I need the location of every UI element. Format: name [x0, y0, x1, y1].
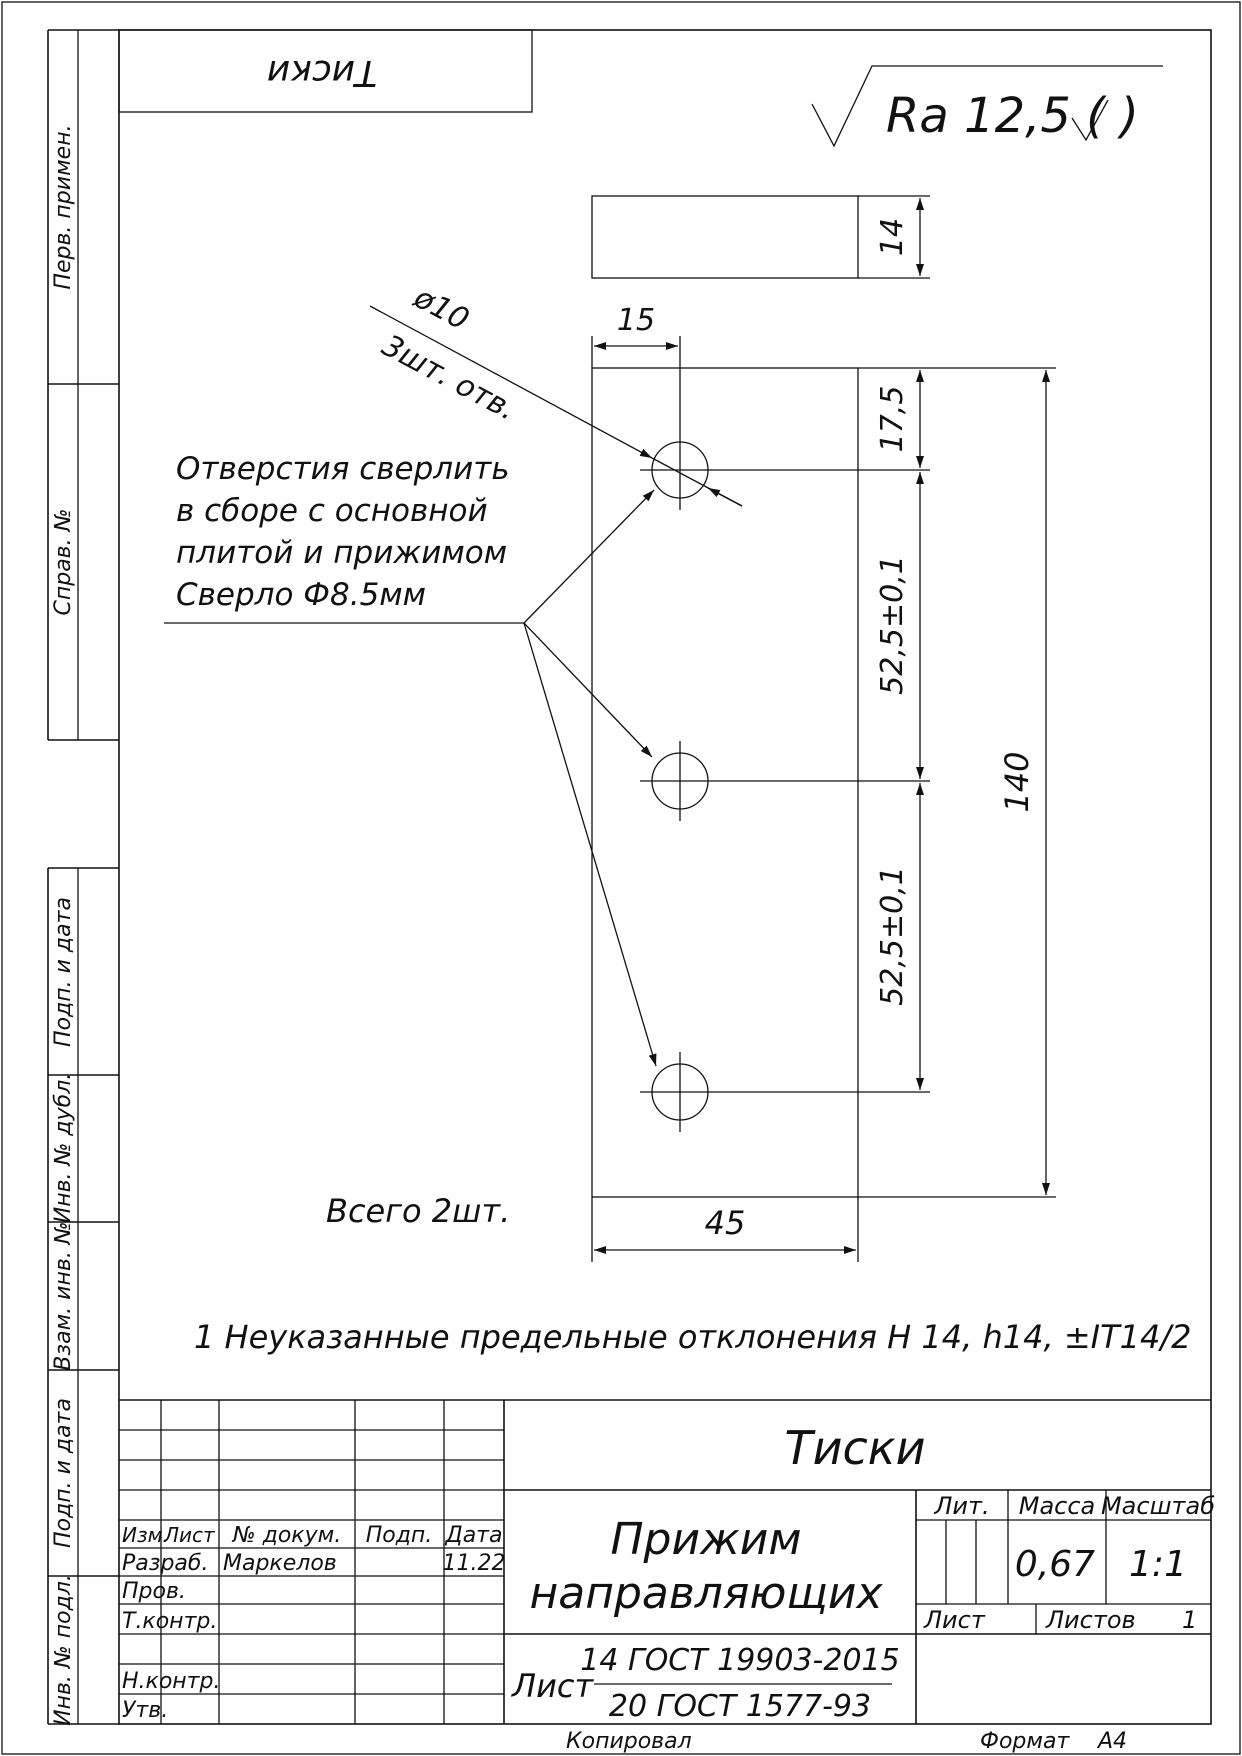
row-tech-control: Т.контр.: [122, 1609, 217, 1634]
row-checker: Пров.: [122, 1579, 186, 1604]
sign-date-label-1: Подп. и дата: [51, 897, 76, 1047]
dimension-pitch-1: 52,5±0,1: [875, 555, 910, 695]
total-quantity-note: Всего 2шт.: [326, 1192, 510, 1230]
mass-label: Масса: [1019, 1492, 1096, 1520]
scale-label: Масштаб: [1101, 1492, 1215, 1520]
sheets-count: 1: [1182, 1606, 1197, 1634]
roughness-text: Ra 12,5 ( ): [886, 88, 1139, 144]
title-block: Тиски Прижим направляющих Изм. Лист № до…: [119, 1399, 1215, 1724]
lit-label: Лит.: [933, 1492, 989, 1520]
dimension-thickness: 14: [875, 218, 910, 256]
assembly-name: Тиски: [785, 1421, 926, 1475]
inner-frame: [118, 29, 1212, 1725]
material-bottom: 20 ГОСТ 1577-93: [609, 1689, 871, 1724]
hole-count-label: 3шт. отв.: [376, 328, 521, 428]
header-doc-number: № докум.: [232, 1523, 341, 1548]
side-view: 14: [591, 195, 930, 279]
roughness-symbol: Ra 12,5 ( ): [811, 65, 1163, 148]
row-norm-control: Н.контр.: [122, 1669, 220, 1694]
dimension-width: 45: [705, 1204, 746, 1242]
tolerance-note: 1 Неуказанные предельные отклонения Н 14…: [194, 1318, 1191, 1356]
first-use-label: Перв. примен.: [51, 124, 76, 289]
drill-note-line-1: Отверстия сверлить: [176, 451, 510, 487]
sheets-label: Листов: [1045, 1606, 1136, 1634]
dimension-first-hole: 17,5: [875, 386, 910, 453]
drill-note-line-2: в сборе с основной: [176, 493, 488, 529]
developer-date: 11.22: [443, 1551, 506, 1576]
header-list: Лист: [163, 1523, 216, 1547]
mass-value: 0,67: [1015, 1544, 1095, 1585]
sign-date-label-2: Подп. и дата: [51, 1398, 76, 1548]
header-izm: Изм.: [122, 1523, 169, 1547]
top-stamp-text: Тиски: [267, 52, 377, 93]
dimension-hole-offset: 15: [617, 303, 655, 338]
format-value: А4: [1096, 1729, 1127, 1754]
row-approved: Утв.: [122, 1698, 168, 1723]
material-top: 14 ГОСТ 19903-2015: [580, 1643, 899, 1678]
hole-diameter-label: ø10: [407, 280, 474, 338]
part-name-line-2: направляющих: [529, 1568, 883, 1619]
drill-note-line-4: Сверло Ф8.5мм: [176, 577, 426, 613]
header-date: Дата: [445, 1523, 503, 1548]
top-stamp: Тиски: [118, 29, 533, 113]
reference-number-label: Справ. №: [51, 508, 76, 615]
row-developer: Разраб.: [122, 1551, 208, 1576]
duplicate-inventory-label: Инв. № дубл.: [51, 1073, 76, 1224]
developer-name: Маркелов: [223, 1551, 337, 1576]
sheet-label: Лист: [923, 1606, 986, 1634]
part-name-line-1: Прижим: [610, 1514, 801, 1565]
drill-note-line-3: плитой и прижимом: [176, 535, 507, 571]
plate-view: 17,5 52,5±0,1 52,5±0,1 140 45 15: [591, 303, 1056, 1262]
scale-value: 1:1: [1129, 1544, 1187, 1585]
header-sign: Подп.: [366, 1523, 433, 1548]
drill-note: Отверстия сверлить в сборе с основной пл…: [164, 451, 657, 1067]
dimension-length: 140: [998, 751, 1036, 812]
format-label: Формат: [980, 1729, 1070, 1754]
material-prefix: Лист: [511, 1667, 594, 1705]
original-inventory-label: Инв. № подл.: [51, 1574, 76, 1726]
dimension-pitch-2: 52,5±0,1: [875, 866, 910, 1006]
roughness-check-icon: [1071, 99, 1109, 142]
side-columns: Перв. примен. Справ. № Подп. и дата Инв.…: [47, 29, 119, 1726]
copied-label: Копировал: [566, 1729, 692, 1754]
replacement-inventory-label: Взам. инв. №: [51, 1221, 76, 1370]
